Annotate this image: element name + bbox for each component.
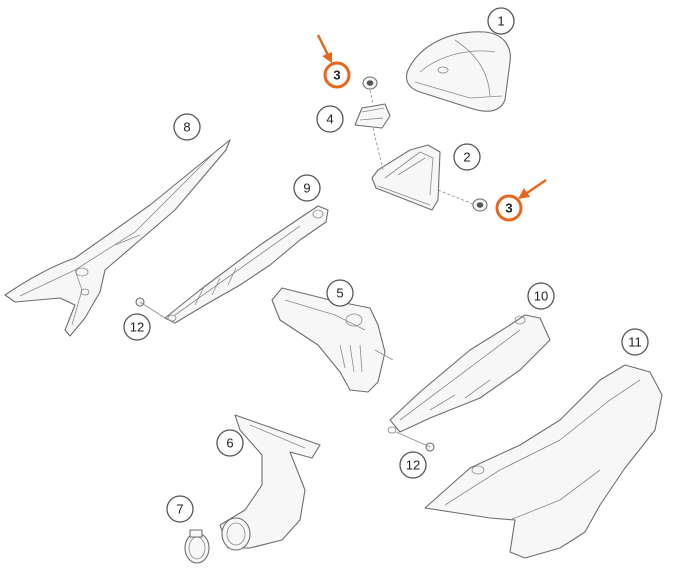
- svg-text:12: 12: [130, 320, 144, 335]
- part-1-cover: [405, 31, 511, 112]
- svg-text:8: 8: [183, 120, 190, 135]
- svg-text:11: 11: [628, 335, 642, 350]
- svg-text:5: 5: [336, 286, 343, 301]
- svg-text:1: 1: [497, 14, 504, 29]
- callout-12-right: 12: [399, 451, 427, 479]
- callout-2: 2: [453, 143, 481, 171]
- part-12-screw-left: [135, 297, 166, 319]
- part-10-rail-cover: [387, 314, 551, 434]
- part-12-screw-right: [395, 431, 435, 452]
- svg-text:6: 6: [226, 436, 233, 451]
- callout-11: 11: [621, 328, 649, 356]
- part-6-intake-boot: [219, 414, 321, 551]
- part-4-clip: [354, 103, 391, 129]
- svg-text:2: 2: [463, 150, 470, 165]
- part-3-nut-top: [362, 76, 378, 90]
- leader-line-right: [437, 189, 474, 205]
- svg-text:10: 10: [534, 289, 548, 304]
- svg-text:3: 3: [505, 201, 512, 216]
- highlight-arrow-top: [316, 34, 332, 63]
- part-8-side-panel: [4, 139, 231, 337]
- callout-9: 9: [293, 174, 321, 202]
- callout-3-right: 3: [495, 194, 523, 222]
- svg-text:9: 9: [303, 181, 310, 196]
- leader-line-top: [369, 89, 384, 171]
- callout-10: 10: [527, 282, 555, 310]
- part-7-hose-clamp: [184, 529, 210, 564]
- callout-8: 8: [173, 113, 201, 141]
- callout-7: 7: [166, 495, 194, 523]
- svg-text:7: 7: [176, 502, 183, 517]
- part-11-side-panel: [424, 364, 663, 559]
- callout-1: 1: [487, 7, 515, 35]
- callout-3-top: 3: [323, 61, 351, 89]
- highlight-arrow-right: [518, 178, 547, 199]
- part-2-bracket: [371, 144, 441, 211]
- callout-6: 6: [216, 429, 244, 457]
- svg-text:3: 3: [333, 68, 340, 83]
- callout-4: 4: [316, 105, 344, 133]
- part-3-nut-right: [472, 198, 488, 212]
- part-9-rail-cover: [164, 205, 329, 324]
- callout-12-left: 12: [123, 313, 151, 341]
- callout-5: 5: [326, 279, 354, 307]
- svg-text:4: 4: [326, 112, 333, 127]
- svg-text:12: 12: [406, 458, 420, 473]
